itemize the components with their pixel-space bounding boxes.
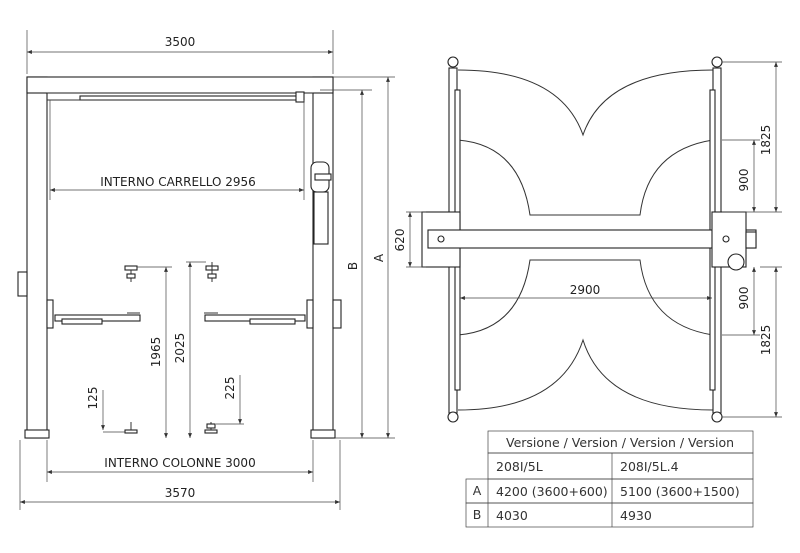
dim-225: 225	[216, 375, 244, 425]
dim-620: 620	[393, 211, 426, 268]
table-row-A-v2: 5100 (3600+1500)	[620, 484, 740, 499]
low-pads	[124, 422, 218, 434]
table-header: Versione / Version / Version / Version	[506, 435, 734, 450]
dim-A: A	[333, 76, 395, 438]
dim-1825-top: 1825	[722, 61, 782, 213]
left-carriage-arms	[46, 265, 141, 329]
dim-inner-columns-label: INTERNO COLONNE 3000	[104, 456, 255, 470]
table-model-2: 208I/5L.4	[620, 459, 679, 474]
dim-125-label: 125	[86, 387, 100, 410]
dim-3570-label: 3570	[165, 486, 196, 500]
dim-inner-columns: INTERNO COLONNE 3000	[46, 440, 314, 482]
table-model-1: 208I/5L	[496, 459, 543, 474]
front-view: 3500	[17, 30, 395, 510]
dim-3500-label: 3500	[165, 35, 196, 49]
dim-1825-bottom: 1825	[722, 266, 782, 418]
dim-B-label: B	[346, 262, 360, 270]
cross-beam	[421, 211, 757, 271]
table-row-A-label: A	[473, 483, 482, 498]
dim-2025-label: 2025	[173, 333, 187, 364]
dim-2900-label: 2900	[570, 283, 601, 297]
top-view: 620 2900 1825 900 900 1825	[393, 56, 782, 423]
dim-inner-carriage-label: INTERNO CARRELLO 2956	[100, 175, 256, 189]
top-beam	[26, 76, 334, 103]
table-row-B-label: B	[473, 507, 482, 522]
dim-overall-top: 3500	[26, 30, 334, 74]
dim-900-top: 900	[722, 139, 760, 212]
right-carriage-arms	[204, 262, 314, 329]
right-column	[310, 76, 342, 439]
dim-620-label: 620	[393, 229, 407, 252]
dim-1825-bottom-label: 1825	[759, 325, 773, 356]
arm-swing-arcs	[457, 69, 714, 411]
table-row-A-v1: 4200 (3600+600)	[496, 484, 608, 499]
table-row-B-v1: 4030	[496, 508, 528, 523]
dim-2025: 2025	[173, 261, 206, 438]
dim-1965-label: 1965	[149, 337, 163, 368]
dim-B: B	[320, 89, 395, 439]
dim-225-label: 225	[223, 377, 237, 400]
dim-1825-top-label: 1825	[759, 125, 773, 156]
dim-900-top-label: 900	[737, 169, 751, 192]
dim-overall-bottom: 3570	[19, 440, 341, 510]
dim-inner-carriage: INTERNO CARRELLO 2956	[49, 100, 305, 200]
table-row-B-v2: 4930	[620, 508, 652, 523]
dim-900-bottom-label: 900	[737, 287, 751, 310]
dim-2900: 2900	[460, 283, 712, 300]
dim-1965: 1965	[137, 266, 172, 438]
left-column	[17, 76, 50, 439]
motor-unit	[310, 161, 332, 245]
dim-125: 125	[86, 387, 125, 433]
version-table: Versione / Version / Version / Version 2…	[465, 430, 754, 528]
dim-900-bottom: 900	[722, 267, 760, 336]
dim-A-label: A	[372, 253, 386, 262]
